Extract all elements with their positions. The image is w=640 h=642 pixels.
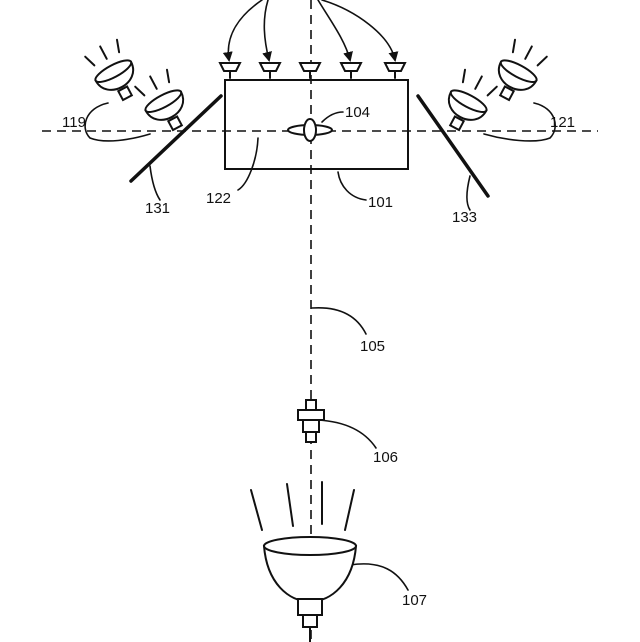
- label-121: 121: [550, 114, 575, 131]
- left-lamp-cable: [84, 102, 151, 142]
- left-lamp-outer: [84, 38, 135, 102]
- right-lamp-cable: [483, 102, 556, 142]
- top-light-4: [339, 62, 363, 79]
- leader-104: [321, 111, 344, 123]
- label-105: 105: [360, 338, 385, 355]
- light-feed-lines: [222, 0, 399, 62]
- component-106: [297, 399, 325, 443]
- label-106: 106: [373, 449, 398, 466]
- label-101: 101: [368, 194, 393, 211]
- top-light-1: [218, 62, 242, 79]
- leader-107: [349, 563, 409, 591]
- object-box: [224, 79, 409, 170]
- leader-106: [317, 419, 377, 449]
- top-light-2: [258, 62, 282, 79]
- leader-101: [337, 171, 367, 201]
- leader-105: [311, 307, 367, 335]
- leader-133: [466, 175, 471, 211]
- leader-131: [149, 165, 161, 201]
- right-lamp-outer: [497, 38, 548, 102]
- left-lamp-inner: [134, 68, 185, 132]
- label-131: 131: [145, 200, 170, 217]
- label-119: 119: [62, 114, 86, 131]
- top-light-3: [298, 62, 322, 79]
- lamp-107: [250, 481, 358, 642]
- label-133: 133: [452, 209, 477, 226]
- left-mirror: [129, 94, 223, 183]
- label-107: 107: [402, 592, 427, 609]
- leader-122: [237, 137, 259, 191]
- top-light-row: [218, 62, 407, 79]
- object-104: [287, 118, 333, 142]
- right-mirror: [416, 94, 490, 198]
- top-light-5: [383, 62, 407, 79]
- label-104: 104: [345, 104, 370, 121]
- label-122: 122: [206, 190, 231, 207]
- right-lamp-inner: [447, 68, 498, 132]
